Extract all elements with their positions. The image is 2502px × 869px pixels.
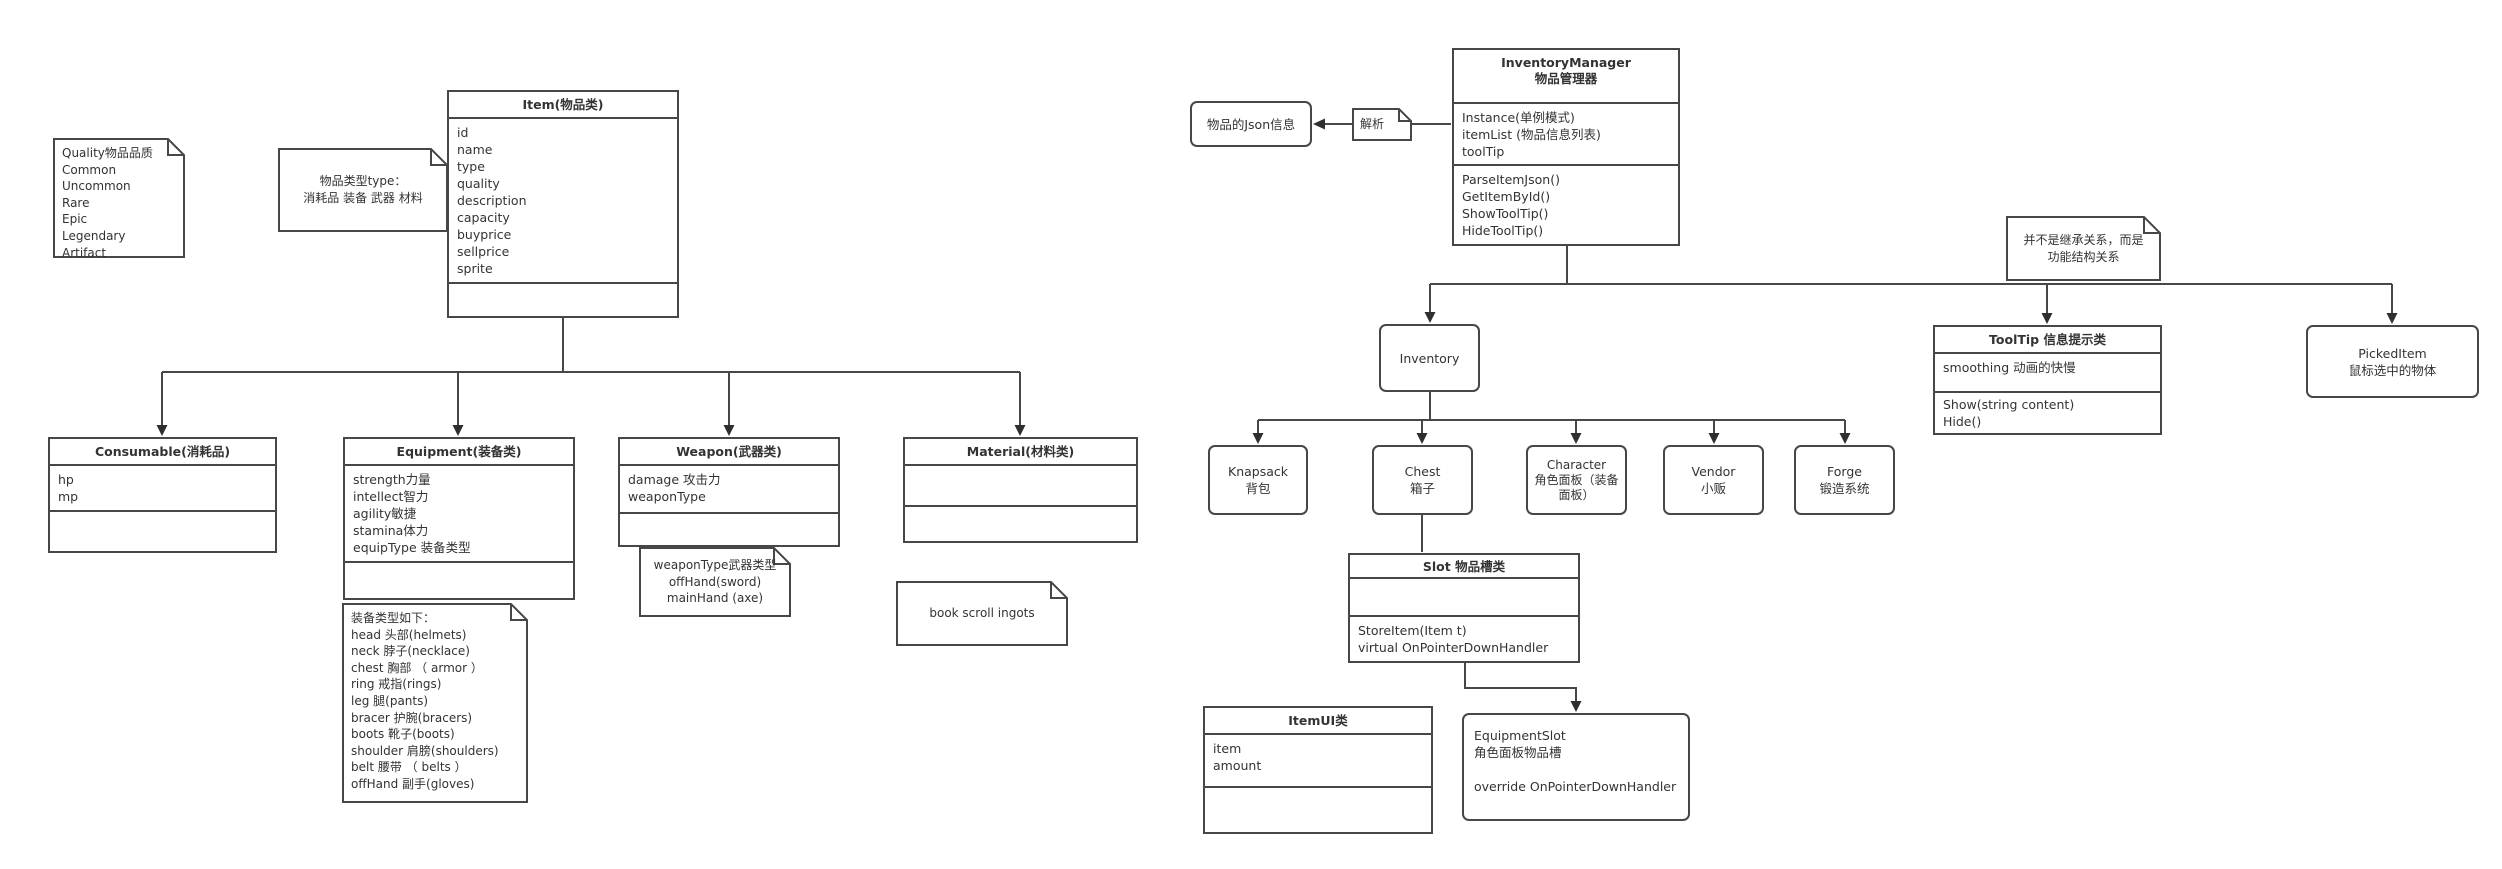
note-shape xyxy=(639,547,791,617)
box-character: Character 角色面板（装备面板） xyxy=(1526,445,1627,515)
note-item-type: 物品类型type： 消耗品 装备 武器 材料 xyxy=(278,148,448,232)
class-slot: Slot 物品槽类 StoreItem(Item t) virtual OnPo… xyxy=(1348,553,1580,663)
class-inventory-manager-fields: Instance(单例模式) itemList (物品信息列表) toolTip xyxy=(1462,110,1601,159)
note-parse: 解析 xyxy=(1352,108,1412,141)
note-material-examples-text: book scroll ingots xyxy=(929,606,1035,621)
class-inventory-manager: InventoryManager 物品管理器 Instance(单例模式) it… xyxy=(1452,48,1680,246)
box-chest-label: Chest 箱子 xyxy=(1404,464,1441,496)
class-weapon-fields: damage 攻击力 weaponType xyxy=(628,472,721,504)
class-weapon-title: Weapon(武器类) xyxy=(620,439,838,466)
class-slot-fields xyxy=(1350,579,1578,615)
class-item-title: Item(物品类) xyxy=(449,92,677,119)
class-slot-title: Slot 物品槽类 xyxy=(1350,555,1578,579)
note-item-type-text: 物品类型type： 消耗品 装备 武器 材料 xyxy=(303,174,423,205)
class-equipment-title: Equipment(装备类) xyxy=(345,439,573,466)
class-equipment-fields: strength力量 intellect智力 agility敏捷 stamina… xyxy=(353,472,471,555)
class-itemui-title: ItemUI类 xyxy=(1205,708,1431,735)
box-json-info: 物品的Json信息 xyxy=(1190,101,1312,147)
box-inventory: Inventory xyxy=(1379,324,1480,392)
class-item-methods xyxy=(449,282,677,316)
class-itemui-fields: item amount xyxy=(1213,741,1262,773)
note-quality: Quality物品品质 Common Uncommon Rare Epic Le… xyxy=(53,138,185,260)
box-forge-label: Forge 锻造系统 xyxy=(1819,464,1870,496)
note-parse-text: 解析 xyxy=(1360,117,1385,131)
class-tooltip: ToolTip 信息提示类 smoothing 动画的快慢 Show(strin… xyxy=(1933,325,2162,435)
note-shape xyxy=(896,581,1068,646)
box-picked-item-label: PickedItem 鼠标选中的物体 xyxy=(2348,345,2437,378)
class-item-fields: id name type quality description capacit… xyxy=(457,125,527,276)
class-equipment-methods xyxy=(345,561,573,598)
note-shape xyxy=(342,603,528,803)
note-shape xyxy=(2006,216,2161,281)
class-itemui-methods xyxy=(1205,786,1431,832)
box-character-label: Character 角色面板（装备面板） xyxy=(1534,457,1619,502)
note-weapon-type-text: weaponType武器类型 offHand(sword) mainHand (… xyxy=(653,558,777,606)
box-inventory-label: Inventory xyxy=(1399,350,1460,366)
box-knapsack: Knapsack 背包 xyxy=(1208,445,1308,515)
note-relation-text: 并不是继承关系，而是 功能结构关系 xyxy=(2023,232,2144,264)
arrowheads xyxy=(156,118,2398,712)
class-material-methods xyxy=(905,505,1136,541)
class-slot-methods: StoreItem(Item t) virtual OnPointerDownH… xyxy=(1350,615,1578,661)
box-json-info-label: 物品的Json信息 xyxy=(1206,116,1296,132)
box-vendor-label: Vendor 小贩 xyxy=(1691,464,1736,496)
class-tooltip-fields: smoothing 动画的快慢 xyxy=(1943,360,2076,375)
class-inventory-manager-methods: ParseItemJson() GetItemById() ShowToolTi… xyxy=(1454,164,1678,244)
class-consumable: Consumable(消耗品) hp mp xyxy=(48,437,277,553)
box-knapsack-label: Knapsack 背包 xyxy=(1228,464,1288,496)
class-material: Material(材料类) xyxy=(903,437,1138,543)
class-item: Item(物品类) id name type quality descripti… xyxy=(447,90,679,318)
class-equipment: Equipment(装备类) strength力量 intellect智力 ag… xyxy=(343,437,575,600)
box-picked-item: PickedItem 鼠标选中的物体 xyxy=(2306,325,2479,398)
class-material-title: Material(材料类) xyxy=(905,439,1136,466)
box-equipment-slot: EquipmentSlot 角色面板物品槽 override OnPointer… xyxy=(1462,713,1690,821)
class-consumable-fields: hp mp xyxy=(58,472,79,504)
class-itemui: ItemUI类 item amount xyxy=(1203,706,1433,834)
class-inventory-manager-title: InventoryManager 物品管理器 xyxy=(1454,50,1678,104)
class-tooltip-title: ToolTip 信息提示类 xyxy=(1935,327,2160,354)
note-shape xyxy=(1352,108,1412,141)
class-tooltip-methods: Show(string content) Hide() xyxy=(1935,391,2160,433)
class-weapon: Weapon(武器类) damage 攻击力 weaponType xyxy=(618,437,840,547)
box-forge: Forge 锻造系统 xyxy=(1794,445,1895,515)
note-relation: 并不是继承关系，而是 功能结构关系 xyxy=(2006,216,2161,281)
note-shape xyxy=(53,138,185,258)
note-equip-type-text: 装备类型如下： head 头部(helmets) neck 脖子(necklac… xyxy=(351,611,499,791)
note-material-examples: book scroll ingots xyxy=(896,581,1068,646)
class-material-fields xyxy=(905,466,1136,505)
note-quality-text: Quality物品品质 Common Uncommon Rare Epic Le… xyxy=(62,146,153,260)
note-weapon-type: weaponType武器类型 offHand(sword) mainHand (… xyxy=(639,547,791,617)
box-vendor: Vendor 小贩 xyxy=(1663,445,1764,515)
note-shape xyxy=(278,148,448,232)
box-equipment-slot-label: EquipmentSlot 角色面板物品槽 override OnPointer… xyxy=(1474,728,1677,794)
class-consumable-methods xyxy=(50,510,275,551)
class-weapon-methods xyxy=(620,512,838,545)
note-equip-type: 装备类型如下： head 头部(helmets) neck 脖子(necklac… xyxy=(342,603,528,803)
class-consumable-title: Consumable(消耗品) xyxy=(50,439,275,466)
box-chest: Chest 箱子 xyxy=(1372,445,1473,515)
